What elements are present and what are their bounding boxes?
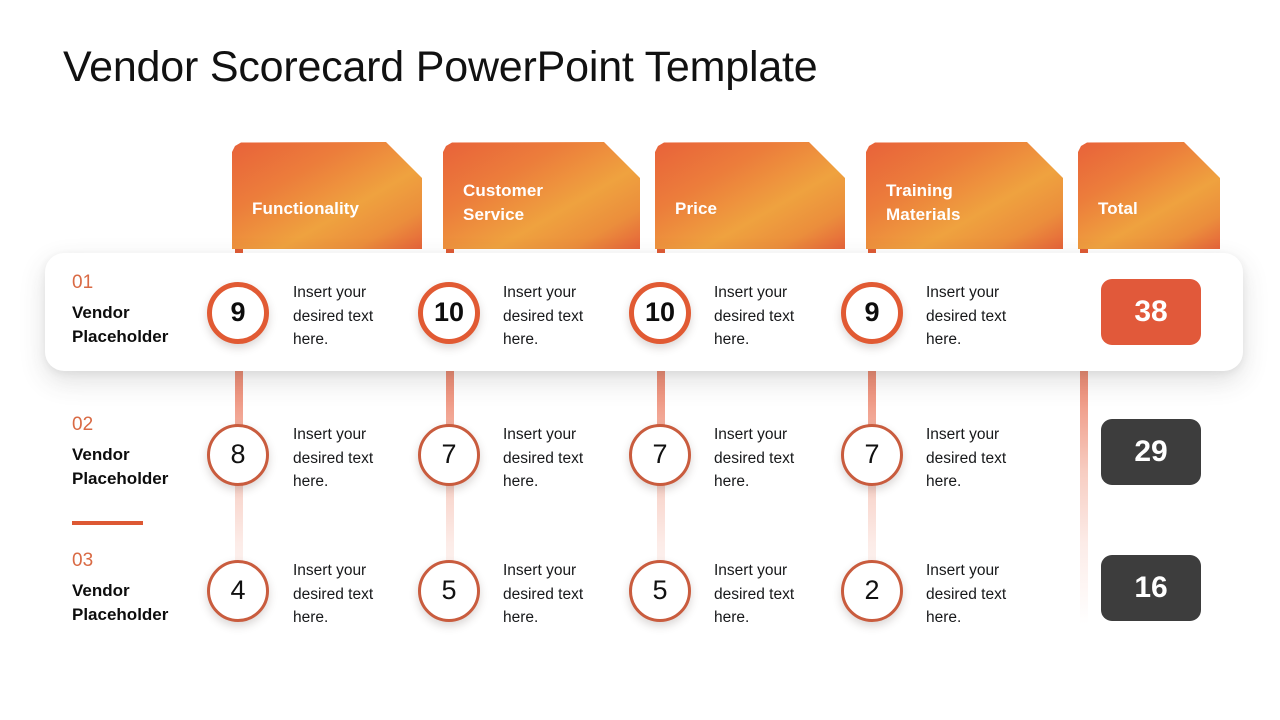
cell-note: Insert your desired text here. — [714, 562, 795, 627]
score-circle[interactable]: 5 — [629, 560, 691, 622]
cell-note: Insert your desired text here. — [714, 284, 795, 349]
score-circle[interactable]: 7 — [418, 424, 480, 486]
column-header-total[interactable]: Total — [1078, 142, 1220, 249]
cell-note: Insert your desired text here. — [926, 426, 1007, 491]
column-header-price[interactable]: Price — [655, 142, 845, 249]
cell-note: Insert your desired text here. — [926, 562, 1007, 627]
cell-note: Insert your desired text here. — [503, 562, 584, 627]
score-circle[interactable]: 9 — [207, 282, 269, 344]
cell-note: Insert your desired text here. — [714, 426, 795, 491]
score-circle[interactable]: 5 — [418, 560, 480, 622]
total-badge[interactable]: 29 — [1101, 419, 1201, 485]
score-circle[interactable]: 10 — [629, 282, 691, 344]
score-circle[interactable]: 4 — [207, 560, 269, 622]
page-title: Vendor Scorecard PowerPoint Template — [63, 43, 818, 91]
score-circle[interactable]: 8 — [207, 424, 269, 486]
column-header-functionality[interactable]: Functionality — [232, 142, 422, 249]
total-badge[interactable]: 16 — [1101, 555, 1201, 621]
score-circle[interactable]: 2 — [841, 560, 903, 622]
cell-note: Insert your desired text here. — [293, 284, 374, 349]
cell-note: Insert your desired text here. — [926, 284, 1007, 349]
vendor-index: 03 — [72, 550, 94, 571]
total-badge[interactable]: 38 — [1101, 279, 1201, 345]
cell-note: Insert your desired text here. — [293, 426, 374, 491]
score-circle[interactable]: 7 — [629, 424, 691, 486]
row-divider — [72, 521, 143, 525]
score-circle[interactable]: 9 — [841, 282, 903, 344]
cell-note: Insert your desired text here. — [293, 562, 374, 627]
cell-note: Insert your desired text here. — [503, 284, 584, 349]
vendor-index: 02 — [72, 414, 94, 435]
score-circle[interactable]: 7 — [841, 424, 903, 486]
score-circle[interactable]: 10 — [418, 282, 480, 344]
vendor-index: 01 — [72, 272, 94, 293]
column-header-label: Price — [675, 198, 718, 218]
column-header-label: Total — [1098, 198, 1138, 218]
column-header-label: Functionality — [252, 198, 360, 218]
connector-line-total — [1080, 240, 1088, 640]
cell-note: Insert your desired text here. — [503, 426, 584, 491]
